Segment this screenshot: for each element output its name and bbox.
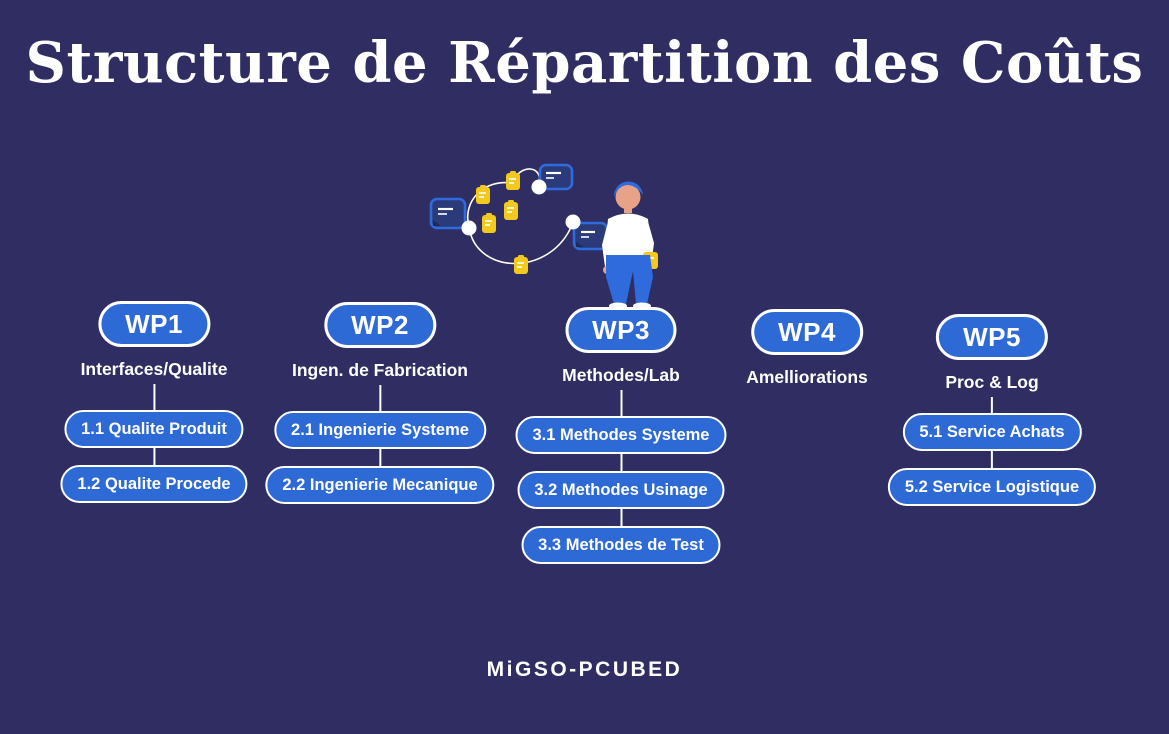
wp2-label: Ingen. de Fabrication [291,360,468,380]
flow-curves [466,168,573,265]
wp3-pill: WP3 [565,307,677,353]
process-illustration [429,163,658,310]
wp5-pill: WP5 [936,314,1048,360]
page-title: Structure de Répartition des Coûts [25,30,1144,96]
wp2-child-pill: 2.1 Ingenierie Systeme [274,411,486,449]
connector-line [620,390,622,416]
wp4-pill: WP4 [751,309,863,355]
wp2-child-pill: 2.2 Ingenierie Mecanique [265,466,495,504]
wp1-child-pill: 1.2 Qualite Procede [60,465,248,503]
wp1-pill: WP1 [98,301,210,347]
connector-line [153,448,155,465]
wp4-label: Amelliorations [746,367,868,387]
wp3-child-pill: 3.1 Methodes Systeme [515,416,727,454]
wp2-column: WP2 Ingen. de Fabrication 2.1 Ingenierie… [265,302,495,504]
connector-line [620,509,622,526]
person-figure [602,181,658,310]
wp1-column: WP1 Interfaces/Qualite 1.1 Qualite Produ… [60,301,248,503]
node-dot-icon [461,179,581,236]
wp5-column: WP5 Proc & Log 5.1 Service Achats 5.2 Se… [887,314,1097,506]
connector-line [990,451,993,468]
wp1-label: Interfaces/Qualite [80,359,228,379]
wp5-child-pill: 5.1 Service Achats [902,413,1082,451]
connector-line [990,397,993,413]
wp2-pill: WP2 [324,302,436,348]
wp3-label: Methodes/Lab [562,365,680,385]
chat-card-icon [429,163,609,251]
wp5-child-pill: 5.2 Service Logistique [887,468,1097,506]
wp4-column: WP4 Amelliorations [746,309,868,388]
document-icon [476,171,528,274]
connector-line [620,454,622,471]
connector-line [378,449,381,466]
connector-line [153,384,155,410]
wp3-child-pill: 3.2 Methodes Usinage [517,471,725,509]
wp3-column: WP3 Methodes/Lab 3.1 Methodes Systeme 3.… [515,307,727,564]
wp1-child-pill: 1.1 Qualite Produit [64,410,244,448]
wp5-label: Proc & Log [945,372,1039,392]
wp3-child-pill: 3.3 Methodes de Test [521,526,721,564]
connector-line [378,385,381,411]
migso-pcubed-logo: MiGSO-PCUBED [486,658,683,681]
